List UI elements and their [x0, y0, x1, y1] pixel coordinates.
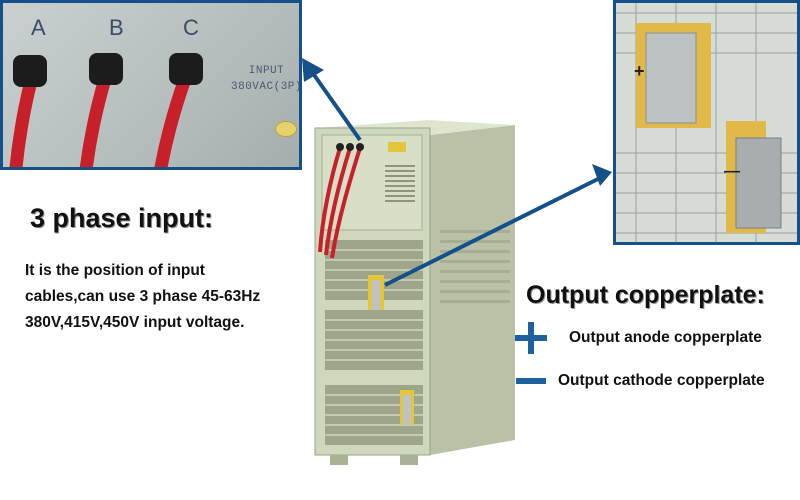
- phase-label-a: A: [31, 15, 46, 40]
- input-desc-line3: 380V,415V,450V input voltage.: [25, 314, 245, 331]
- input-heading: 3 phase input:: [30, 203, 214, 233]
- output-heading: Output copperplate:: [526, 281, 765, 309]
- output-copperplate-inset: + —: [613, 0, 800, 245]
- sticker: [275, 121, 297, 137]
- phase-label-c: C: [183, 15, 199, 40]
- plus-icon: [515, 322, 547, 354]
- input-desc-line2: cables,can use 3 phase 45-63Hz: [25, 288, 261, 305]
- anode-label: Output anode copperplate: [569, 329, 762, 346]
- anode-legend-row: Output anode copperplate: [515, 322, 762, 354]
- cathode-label: Output cathode copperplate: [558, 372, 765, 389]
- cathode-legend-row: Output cathode copperplate: [516, 372, 765, 390]
- cathode-sign-marking: —: [724, 163, 740, 180]
- phase-label-b: B: [109, 15, 124, 40]
- input-label-line1: INPUT: [248, 65, 285, 77]
- input-label-line2: 380VAC(3P): [231, 81, 302, 93]
- minus-icon: [516, 378, 546, 384]
- input-cables-photo: [9, 53, 203, 167]
- copperplate-photo: [616, 3, 797, 242]
- input-description: It is the position of input cables,can u…: [25, 258, 260, 336]
- input-cables-inset: A B C INPUT 380VAC(3P): [0, 0, 302, 170]
- input-voltage-label: INPUT 380VAC(3P): [231, 63, 302, 95]
- anode-sign-marking: +: [634, 61, 645, 81]
- input-desc-line1: It is the position of input: [25, 262, 205, 279]
